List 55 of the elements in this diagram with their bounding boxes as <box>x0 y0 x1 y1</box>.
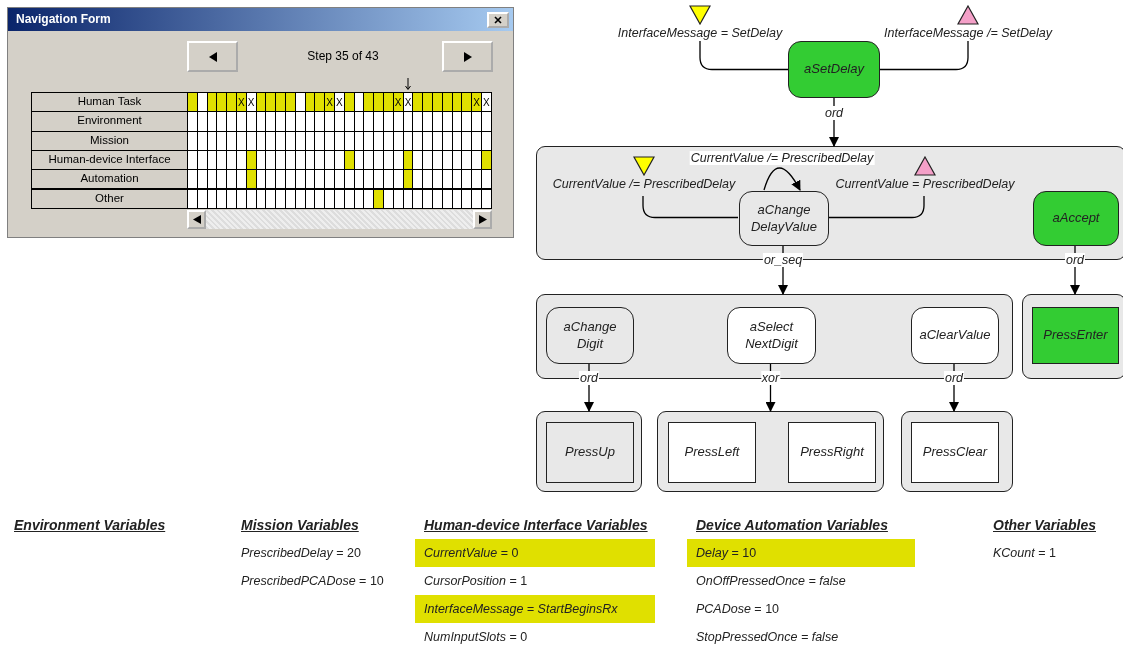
connector <box>763 167 801 191</box>
variable-value: Delay = 10 <box>696 545 757 561</box>
group-panel <box>1022 294 1123 379</box>
variable-value: CursorPosition = 1 <box>424 573 528 589</box>
task-node: aAccept <box>1033 191 1119 246</box>
edge-label: ord <box>943 371 965 385</box>
section-heading: Mission Variables <box>241 517 359 533</box>
group-panel <box>901 411 1013 492</box>
action-box: PressLeft <box>668 422 756 483</box>
condition-text: CurrentValue = PrescribedDelay <box>834 177 1016 191</box>
group-panel <box>536 411 642 492</box>
section-heading: Human-device Interface Variables <box>424 517 648 533</box>
variable-value: StopPressedOnce = false <box>696 629 839 645</box>
variable-value: KCount = 1 <box>993 545 1056 561</box>
task-node: aSelect NextDigit <box>727 307 816 364</box>
edge-label: or_seq <box>762 253 804 267</box>
section-heading: Other Variables <box>993 517 1096 533</box>
variable-value: InterfaceMessage = StartBeginsRx <box>424 601 618 617</box>
connector <box>829 97 839 147</box>
action-box: PressClear <box>911 422 999 483</box>
row-header: Automation <box>31 169 188 190</box>
connector <box>699 40 789 71</box>
connector <box>879 40 969 71</box>
edge-label: CurrentValue /= PrescribedDelay <box>689 151 875 165</box>
section-heading: Device Automation Variables <box>696 517 888 533</box>
variable-value: OnOffPressedOnce = false <box>696 573 846 589</box>
edge-label: ord <box>578 371 600 385</box>
connector <box>827 195 925 219</box>
connector <box>1070 244 1080 295</box>
condition-text: InterfaceMessage /= SetDelay <box>883 26 1053 40</box>
task-node: aClearValue <box>911 307 999 364</box>
variable-value: PrescribedPCADose = 10 <box>241 573 384 589</box>
connector <box>584 362 594 412</box>
task-node: aSetDelay <box>788 41 880 98</box>
variable-value: CurrentValue = 0 <box>424 545 519 561</box>
variable-value: PCADose = 10 <box>696 601 780 617</box>
task-node: aChange DelayValue <box>739 191 829 246</box>
connector <box>642 195 739 219</box>
section-heading: Environment Variables <box>14 517 166 533</box>
group-panel <box>657 411 884 492</box>
action-box: PressRight <box>788 422 876 483</box>
row-header: Human Task <box>31 92 188 113</box>
task-node: aChange Digit <box>546 307 634 364</box>
connector <box>949 362 959 412</box>
window-title: Navigation Form <box>16 12 111 26</box>
action-box: PressEnter <box>1032 307 1119 364</box>
variable-value: NumInputSlots = 0 <box>424 629 528 645</box>
edge-label: ord <box>1064 253 1086 267</box>
condition-text: InterfaceMessage = SetDelay <box>616 26 784 40</box>
edge-label: ord <box>823 106 845 120</box>
condition-text: CurrentValue /= PrescribedDelay <box>551 177 737 191</box>
edge-label: xor <box>760 371 781 385</box>
variable-value: PrescribedDelay = 20 <box>241 545 361 561</box>
step-counter: Step 35 of 43 <box>306 49 380 63</box>
action-box: PressUp <box>546 422 634 483</box>
